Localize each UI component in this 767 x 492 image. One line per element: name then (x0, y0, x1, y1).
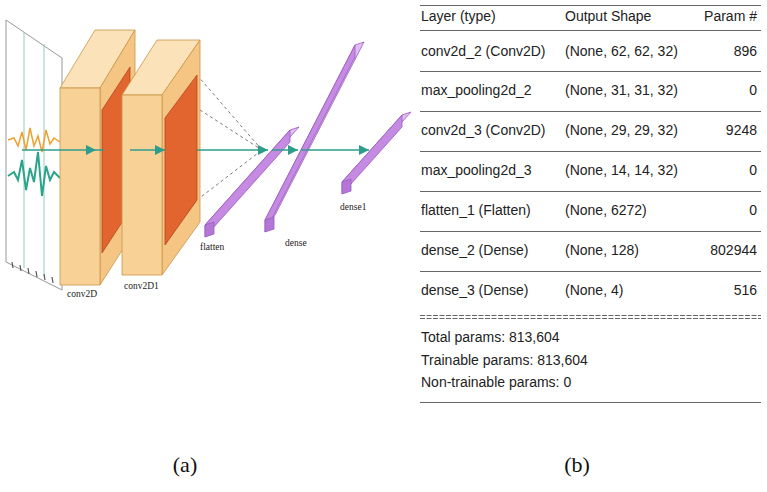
table-cell: max_pooling2d_3 (421, 163, 532, 178)
table-cell: dense_3 (Dense) (421, 283, 528, 298)
flow-arrow (197, 149, 268, 151)
table-cell: 9248 (726, 123, 757, 138)
table-cell: Layer (type) (421, 9, 496, 24)
conv-layer-block: conv2D1 (118, 35, 208, 295)
vector-bar (335, 108, 415, 216)
table-cell: 802944 (710, 243, 757, 258)
table-cell: 0 (749, 83, 757, 98)
shape-face (162, 40, 200, 275)
table-cell: 0 (749, 163, 757, 178)
input-arrow-tail (96, 149, 104, 151)
table-cell: (None, 29, 29, 32) (565, 123, 678, 138)
table-cell: conv2d_2 (Conv2D) (421, 44, 546, 59)
input-arrow (22, 149, 96, 151)
table-cell: (None, 62, 62, 32) (565, 44, 678, 59)
table-cell: flatten_1 (Flatten) (421, 203, 531, 218)
table-cell: Param # (704, 9, 757, 24)
shape-face (205, 222, 214, 237)
feature-map-slab (118, 35, 208, 295)
table-cell: (None, 31, 31, 32) (565, 83, 678, 98)
table-cell: 516 (734, 283, 757, 298)
table-cell: (None, 14, 14, 32) (565, 163, 678, 178)
input-signal-sheet (6, 20, 62, 290)
layer-label: conv2D1 (124, 281, 159, 291)
table-rules (420, 6, 761, 403)
shape-face (165, 75, 197, 245)
table-cell: Output Shape (565, 9, 651, 24)
table-cell: 0 (749, 203, 757, 218)
shape-face (122, 95, 162, 275)
table-cell: (None, 4) (565, 283, 623, 298)
flow-arrow (272, 149, 298, 151)
shape-face (265, 217, 274, 232)
shape-face (342, 115, 402, 194)
table-cell: max_pooling2d_2 (421, 83, 532, 98)
table-cell: (None, 6272) (565, 203, 647, 218)
table-cell: (None, 128) (565, 243, 639, 258)
layer-label: dense (285, 238, 307, 248)
vector-bar (258, 38, 363, 252)
table-cell: dense_2 (Dense) (421, 243, 528, 258)
panel-label: (b) (564, 453, 590, 477)
param-summary: Trainable params: 813,604 (421, 353, 588, 368)
panel-label: (a) (173, 453, 197, 477)
dense-bar: dense1 (335, 108, 415, 216)
table-cell: 896 (734, 44, 757, 59)
dense-bar: dense (258, 38, 363, 252)
layer-label: dense1 (340, 202, 366, 212)
flow-arrow (130, 149, 165, 151)
layer-label: conv2D (67, 289, 97, 299)
shape-face (342, 179, 351, 194)
shape-face (205, 130, 290, 237)
param-summary: Total params: 813,604 (421, 330, 560, 345)
param-summary: Non-trainable params: 0 (421, 375, 571, 390)
flow-arrow (301, 149, 369, 151)
layer-label: flatten (200, 242, 224, 252)
table-cell: conv2d_3 (Conv2D) (421, 123, 546, 138)
shape-face (60, 88, 100, 285)
